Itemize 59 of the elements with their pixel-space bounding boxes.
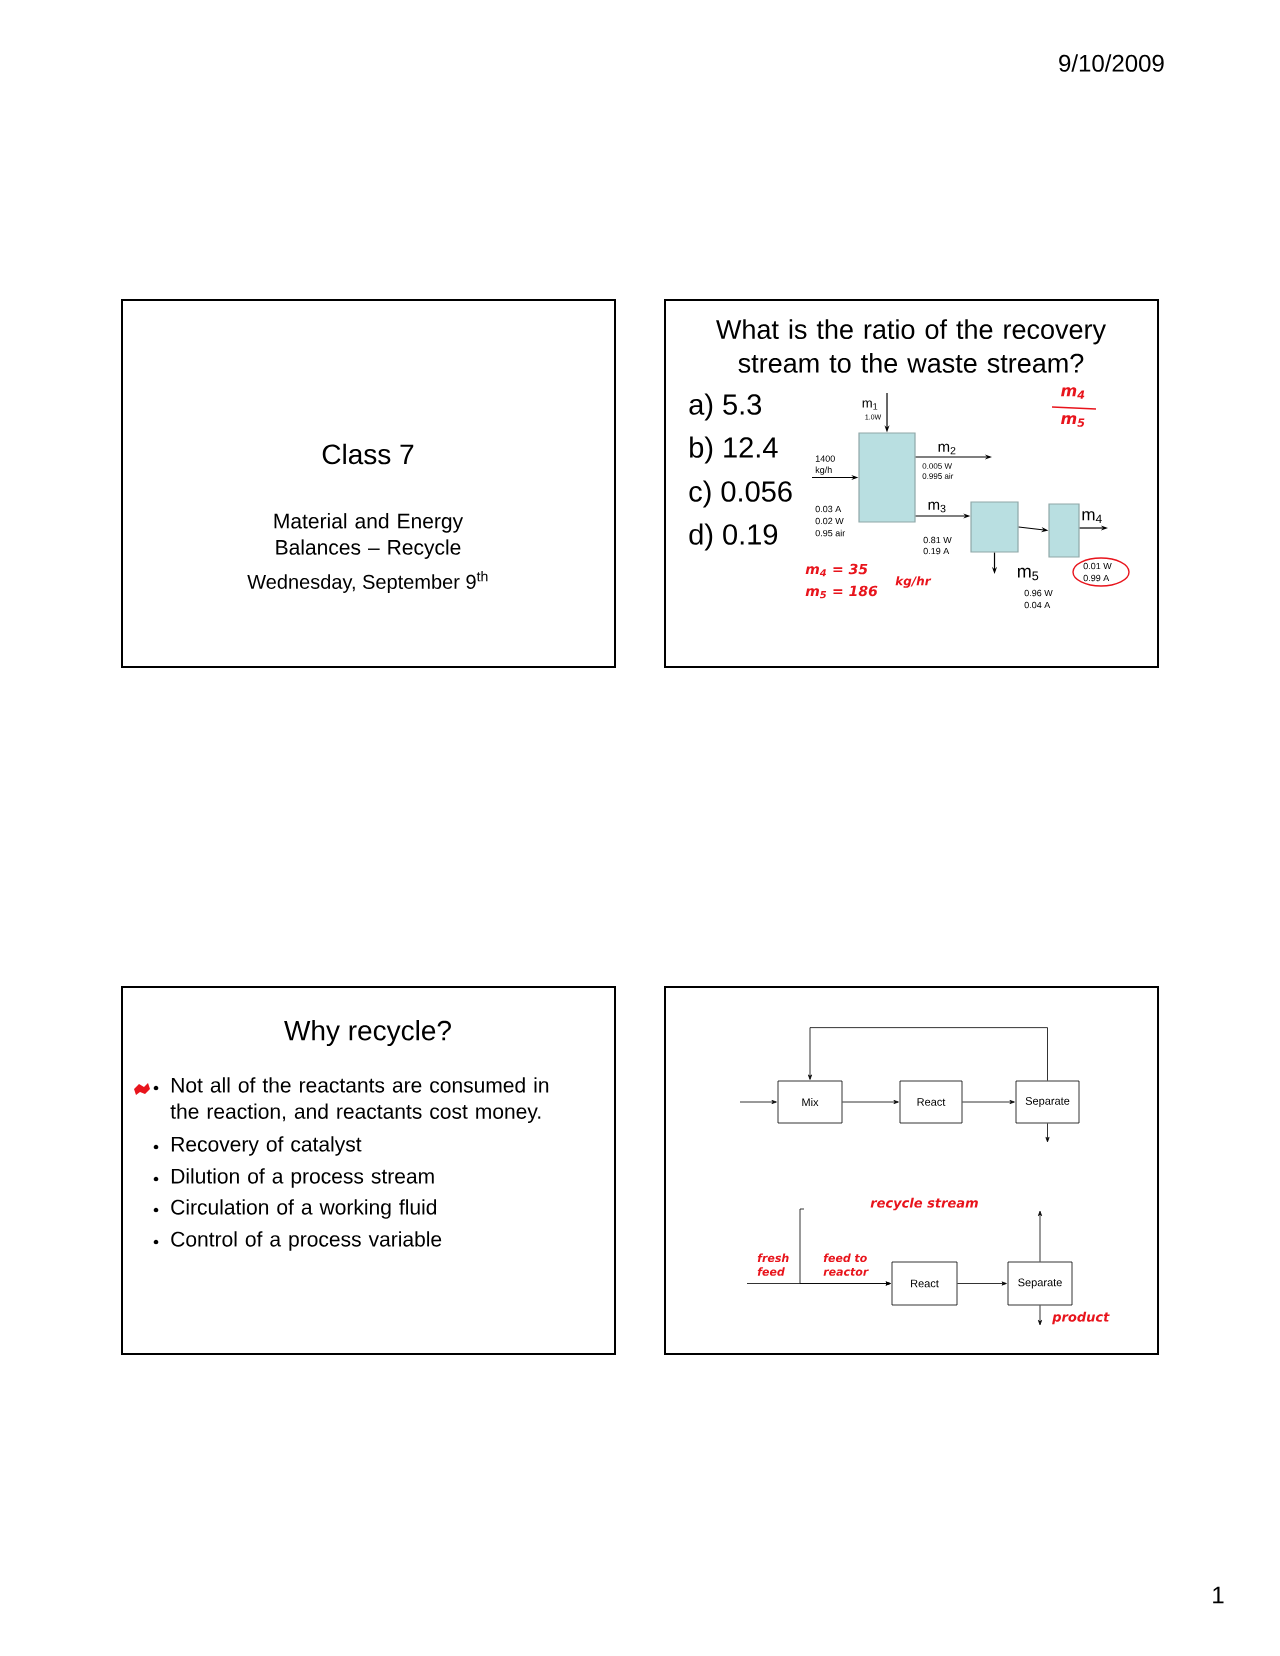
handwritten-note: m$_{5}$ [1061,415,1085,427]
stream-label: 1400 kg/h [815,455,835,475]
date-text: 9/10/2009 [1059,54,1164,72]
page-number: 1 [1213,1586,1224,1604]
answer-option: b) 12.4 [690,436,778,464]
bullet-item: Not all of the reactants are consumed in the reaction, and reactants cost money. [153,1077,549,1124]
composition-label: 0.96 W [1024,589,1053,597]
composition-label: 0.02 W [815,517,844,525]
stream-label: product [1052,1311,1110,1325]
arrow [799,1208,891,1286]
process-box: React [899,1080,963,1124]
stream-label: m$_{1}$ [862,400,878,410]
process-box: React [891,1261,958,1306]
slide-title: Class 7 [322,443,414,465]
handwritten-note: m$_{5}$ = 186 [805,585,878,599]
bullet-item: Control of a process variable [153,1231,442,1251]
stream-label: m$_{4}$ [1082,511,1102,523]
process-box: Separate [1015,1080,1080,1124]
arrow [957,1281,1007,1286]
composition-label: 0.01 W [1083,562,1112,570]
handwritten-note: m$_{4}$ [1061,387,1085,399]
handwritten-note: kg/hr [895,576,932,588]
stream-label: m$_{3}$ [928,501,946,513]
composition-label: 0.19 A [923,547,950,555]
handwritten-note: recycle stream [870,1197,978,1211]
composition-label: 0.005 W [922,463,952,469]
bullet-item: Circulation of a working fluid [153,1199,437,1219]
process-box: Mix [777,1080,843,1124]
answer-option: a) 5.3 [689,393,762,421]
handwritten-note: m$_{4}$ = 35 [805,563,868,577]
stream-label: m$_{5}$ [1017,567,1039,581]
slide-subtitle: Material and Energy Balances – Recycle [274,513,464,559]
composition-label: 0.95 air [815,529,846,537]
composition-label: 0.99 A [1083,574,1110,582]
arrow [739,1100,777,1104]
arrow [842,1100,899,1104]
slide-frame [664,986,1159,1355]
stream-label: fresh feed [757,1253,789,1276]
composition-label: 0.03 A [815,505,842,513]
date-line: Wednesday, September 9$^{th}$ [247,571,488,593]
unit-box [858,432,916,523]
answer-option: c) 0.056 [689,480,792,508]
arrow [962,1100,1015,1104]
answer-option: d) 0.19 [689,523,778,551]
slide-title: Why recycle? [284,1019,451,1047]
handwritten-note: feed to reactor [823,1253,869,1276]
process-box: Separate [1007,1261,1073,1306]
bullet-item: Dilution of a process stream [153,1168,434,1188]
arrow [1038,1305,1042,1326]
arrow [1038,1210,1042,1262]
unit-box [970,501,1019,553]
bullet-item: Recovery of catalyst [153,1136,362,1156]
arrow [1045,1123,1050,1143]
unit-box [1048,503,1080,558]
arrow [808,1027,1048,1081]
composition-label: 0.81 W [923,536,952,544]
composition-label: 0.04 A [1024,601,1051,609]
stream-label: m$_{2}$ [938,443,956,455]
slide-title: What is the ratio of the recovery stream to the waste stream? [716,319,1106,373]
